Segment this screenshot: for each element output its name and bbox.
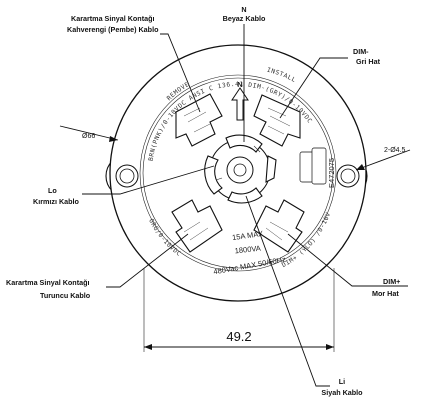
dimension-outer-diameter: Ø66 [59,125,119,142]
svg-text:Karartma Sinyal Kontağı: Karartma Sinyal Kontağı [6,278,89,287]
slot-top-right [253,94,301,147]
dimension-holes-label: 2-Ø4.5 [384,147,406,154]
dimension-outer-diameter-label: Ø66 [82,133,95,140]
svg-text:Kahverengi (Pembe) Kablo: Kahverengi (Pembe) Kablo [67,25,159,34]
arrow-label: N [237,80,242,89]
slot-top-left [175,93,223,147]
certification-marks: E472075 [299,147,336,188]
center-twist-lock [204,134,277,204]
slot-bottom-right [253,199,305,253]
dimension-width: 49.2 [143,268,335,352]
slot-bottom-left [171,199,223,253]
cert-number: E472075 [327,158,336,188]
svg-text:Li: Li [339,377,345,386]
svg-text:Lo: Lo [48,186,57,195]
callout-bottom-right: DIM+ Mor Hat [287,233,408,298]
callout-left: Lo Kırmızı Kablo [33,165,215,206]
callout-bottom-left: Karartma Sinyal Kontağı Turuncu Kablo [6,233,189,300]
svg-text:DIM+: DIM+ [383,277,400,286]
dimension-width-label: 49.2 [226,329,251,344]
svg-text:Kırmızı Kablo: Kırmızı Kablo [33,197,80,206]
svg-text:Karartma Sinyal Kontağı: Karartma Sinyal Kontağı [71,14,154,23]
svg-text:Turuncu Kablo: Turuncu Kablo [40,291,91,300]
callout-bottom-center: Li Siyah Kablo [245,195,363,397]
callout-top-right: DIM- Gri Hat [279,47,381,119]
svg-text:Gri Hat: Gri Hat [356,57,381,66]
dimension-holes: 2-Ø4.5 [355,147,411,171]
svg-text:N: N [241,5,246,14]
rating-power: 1800VA [234,244,261,256]
mounting-hole-left [115,164,139,188]
callout-top-center: N Beyaz Kablo [223,5,266,142]
rating-current: 15A MAX [232,229,264,242]
svg-text:Beyaz Kablo: Beyaz Kablo [223,14,266,23]
svg-text:Mor Hat: Mor Hat [372,289,399,298]
callout-top-left: Karartma Sinyal Kontağı Kahverengi (Pemb… [67,14,201,113]
svg-text:Siyah Kablo: Siyah Kablo [321,388,363,397]
svg-text:DIM-: DIM- [353,47,369,56]
mounting-hole-right [336,164,360,188]
